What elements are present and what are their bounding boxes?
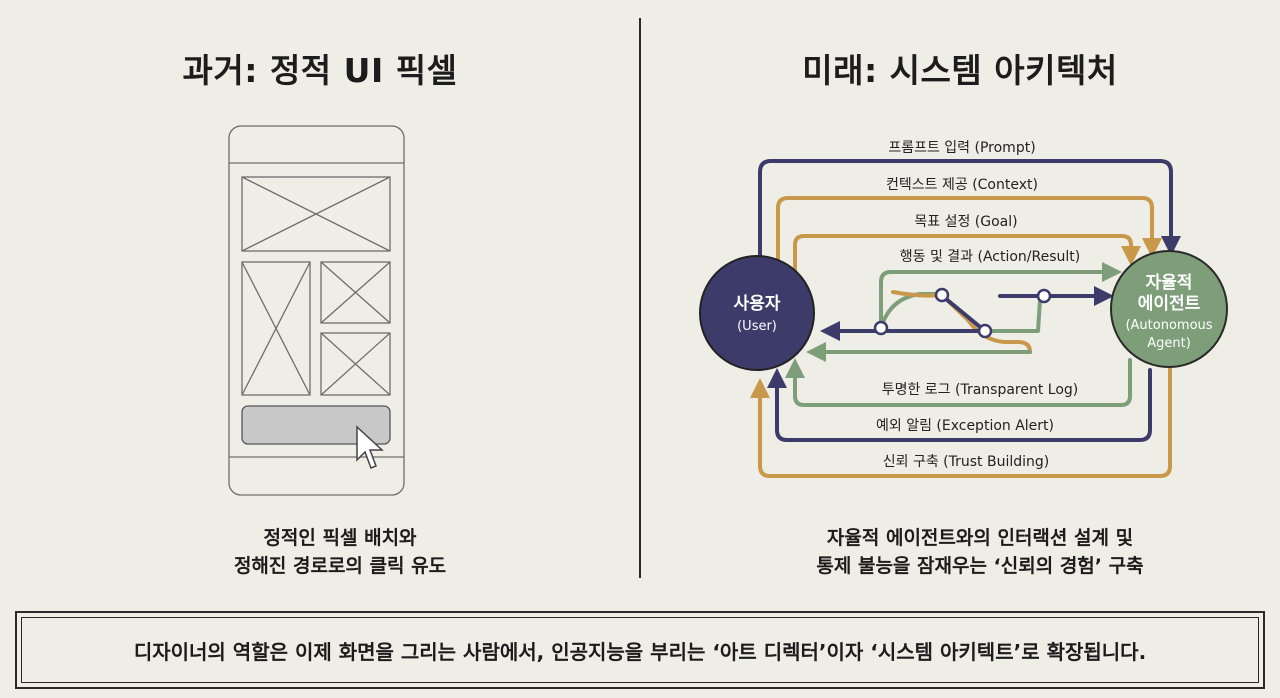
past-title: 과거: 정적 UI 픽셀: [182, 51, 458, 90]
station-2: [934, 287, 950, 303]
flow-prompt-label: 프롬프트 입력 (Prompt): [888, 140, 1035, 156]
future-caption: 자율적 에이전트와의 인터랙션 설계 및 통제 불능을 잠재우는 ‘신뢰의 경험…: [730, 524, 1230, 580]
flow-log-line: [785, 358, 1132, 407]
flow-context-label: 컨텍스트 제공 (Context): [886, 177, 1038, 193]
flow-trust-label: 신뢰 구축 (Trust Building): [883, 454, 1050, 470]
agent-node-label-2: 에이전트: [1138, 294, 1201, 314]
agent-node-label-1: 자율적: [1146, 273, 1193, 293]
past-caption-line-1: 정적인 픽셀 배치와: [263, 527, 417, 549]
station-4: [1036, 288, 1052, 304]
cursor-icon: [356, 425, 384, 469]
phone-wireframe: [228, 125, 405, 496]
phone-frame: [228, 125, 405, 496]
user-node: 사용자 (User): [699, 255, 815, 371]
summary-text: 디자이너의 역할은 이제 화면을 그리는 사람에서, 인공지능을 부리는 ‘아트…: [21, 617, 1259, 683]
image-placeholder-small-2: [320, 332, 391, 396]
image-placeholder-top: [241, 176, 391, 252]
user-node-sublabel: (User): [737, 319, 777, 334]
flow-log-label: 투명한 로그 (Transparent Log): [882, 382, 1079, 398]
flow-goal-line: [793, 234, 1141, 282]
flow-action-label: 행동 및 결과 (Action/Result): [900, 249, 1081, 265]
transit-stations: [873, 287, 1052, 339]
flow-goal-label: 목표 설정 (Goal): [914, 214, 1017, 230]
section-divider: [639, 18, 641, 578]
future-title: 미래: 시스템 아키텍처: [802, 51, 1118, 90]
station-1: [873, 320, 889, 336]
flow-prompt-line: [758, 159, 1181, 270]
image-placeholder-tall: [241, 261, 311, 396]
future-caption-line-2: 통제 불능을 잠재우는 ‘신뢰의 경험’ 구축: [816, 555, 1144, 577]
past-caption: 정적인 픽셀 배치와 정해진 경로로의 클릭 유도: [150, 524, 530, 580]
flow-exception-line: [767, 368, 1152, 442]
flow-trust-line: [750, 364, 1172, 478]
station-3: [977, 323, 993, 339]
flow-context-line: [776, 196, 1162, 274]
future-caption-line-1: 자율적 에이전트와의 인터랙션 설계 및: [826, 527, 1134, 549]
agent-node: 자율적 에이전트 (Autonomous Agent): [1110, 250, 1228, 368]
image-placeholder-small-1: [320, 261, 391, 324]
past-caption-line-2: 정해진 경로로의 클릭 유도: [233, 555, 447, 577]
user-node-label: 사용자: [734, 294, 781, 314]
agent-node-sub-2: Agent): [1147, 336, 1191, 351]
flow-exception-label: 예외 알림 (Exception Alert): [876, 418, 1054, 434]
cta-button-placeholder: [241, 405, 391, 445]
summary-box: 디자이너의 역할은 이제 화면을 그리는 사람에서, 인공지능을 부리는 ‘아트…: [15, 611, 1265, 689]
flow-action-line: [879, 262, 1122, 330]
agent-node-sub-1: (Autonomous: [1125, 318, 1212, 333]
flow-transit-b: [891, 290, 1032, 354]
